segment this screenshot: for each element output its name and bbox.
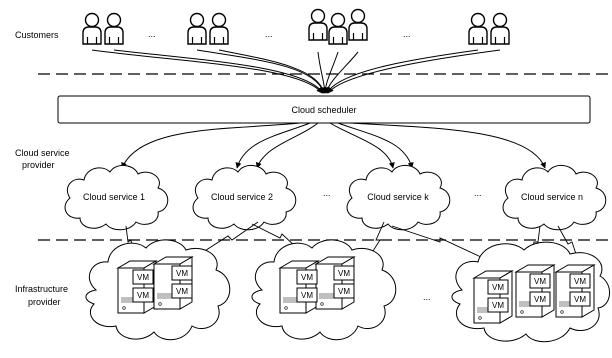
layer-label-provider-1: Cloud service: [15, 148, 70, 158]
ellipsis-customers-3: ...: [403, 29, 411, 39]
ellipsis-customers-2: ...: [265, 29, 273, 39]
vm-label: VM: [338, 269, 350, 278]
vm-label: VM: [492, 283, 504, 292]
vm-label: VM: [137, 273, 149, 282]
vm-label: VM: [574, 295, 586, 304]
cloud-service-1: Cloud service 1: [64, 165, 169, 231]
customer-group-2: [187, 12, 229, 45]
customer-group-1: [82, 12, 124, 45]
cloud-service-2: Cloud service 2: [192, 165, 297, 231]
cloud-service-2-label: Cloud service 2: [211, 192, 273, 202]
scheduler-arrows: [121, 122, 546, 169]
vm-label: VM: [574, 277, 586, 286]
ellipsis-services-1: ...: [323, 188, 331, 198]
ellipsis-services-2: ...: [474, 188, 482, 198]
cloud-service-k-label: Cloud service k: [367, 192, 429, 202]
customer-arrows: [91, 49, 501, 94]
vm-boxes: VM VM VM VM VM VM VM VM VM VM VM VM VM V…: [132, 265, 591, 313]
cloud-service-n: Cloud service n: [502, 165, 607, 231]
vm-label: VM: [176, 287, 188, 296]
vm-label: VM: [301, 291, 313, 300]
vm-label: VM: [338, 287, 350, 296]
cloud-scheduler-bar: [57, 95, 591, 124]
ellipsis-infra: ...: [423, 292, 431, 302]
cloud-service-1-label: Cloud service 1: [83, 192, 145, 202]
layer-label-provider-2: provider: [22, 160, 55, 170]
layer-label-infra-1: Infrastructure: [15, 284, 68, 294]
vm-label: VM: [534, 277, 546, 286]
cloud-scheduler-label: Cloud scheduler: [291, 105, 356, 115]
cloud-service-k: Cloud service k: [346, 165, 451, 231]
customer-group-4: [468, 12, 510, 45]
layer-label-infra-2: provider: [28, 297, 61, 307]
vm-label: VM: [137, 291, 149, 300]
vm-label: VM: [176, 269, 188, 278]
vm-label: VM: [534, 295, 546, 304]
ellipsis-customers-1: ...: [148, 29, 156, 39]
cloud-service-n-label: Cloud service n: [521, 192, 583, 202]
vm-label: VM: [492, 301, 504, 310]
vm-label: VM: [301, 273, 313, 282]
layer-label-customers: Customers: [15, 30, 59, 40]
customer-group-3: [308, 8, 368, 45]
